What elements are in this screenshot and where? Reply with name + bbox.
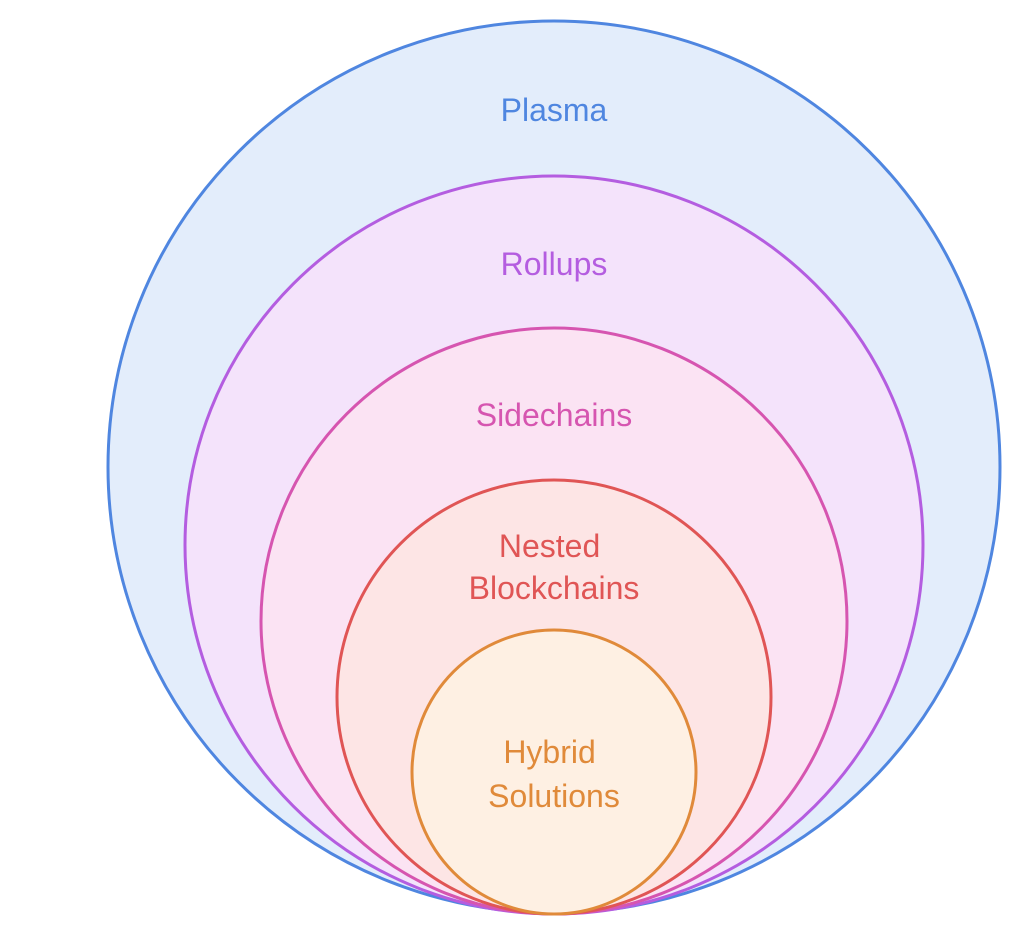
sidechains-label: Sidechains [476,397,633,433]
hybrid-solutions-label: Hybrid Solutions [488,734,620,814]
nested-blockchains-label: Nested Blockchains [469,528,640,606]
hybrid-solutions-circle [410,628,698,916]
plasma-label: Plasma [501,92,608,128]
layer-hybrid-solutions: Hybrid Solutions [410,628,698,916]
rollups-label: Rollups [501,246,608,282]
